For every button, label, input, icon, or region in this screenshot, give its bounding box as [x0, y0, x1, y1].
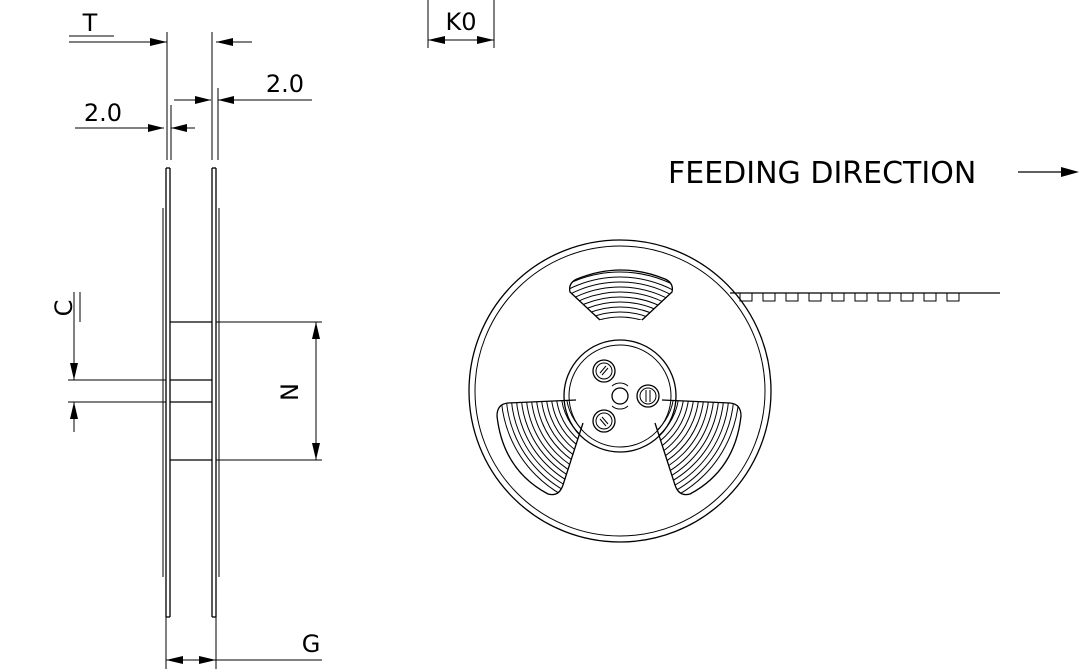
reel-hub	[563, 339, 677, 453]
dimension-t: T	[69, 9, 252, 46]
label-n: N	[276, 383, 304, 401]
dimension-g: G	[165, 617, 322, 669]
label-k0: K0	[445, 8, 476, 36]
arrow-right-icon	[1018, 167, 1079, 177]
hub-hole-top	[592, 359, 616, 383]
hub-hole-right	[636, 384, 660, 408]
label-feeding-direction: FEEDING DIRECTION	[668, 156, 976, 191]
dimension-n: N	[216, 321, 322, 461]
reel-front-view	[468, 239, 1000, 543]
feeding-direction: FEEDING DIRECTION	[668, 156, 1079, 191]
dimension-c: C	[50, 292, 166, 432]
dimension-flange-right: 2.0	[174, 70, 312, 104]
reel-window-top	[569, 269, 673, 321]
dimension-flange-left: 2.0	[75, 99, 195, 132]
label-t: T	[82, 9, 98, 37]
label-flange-left: 2.0	[84, 99, 122, 127]
reel-window-right	[654, 399, 742, 496]
label-c: C	[50, 300, 78, 317]
hub-side	[170, 321, 212, 461]
hub-hole-bottom	[592, 409, 616, 433]
label-flange-right: 2.0	[266, 70, 304, 98]
label-g: G	[302, 630, 321, 658]
flange-right	[211, 167, 220, 618]
reel-side-view: T 2.0 2.0	[50, 9, 322, 669]
reel-window-left	[496, 399, 584, 496]
flange-left	[162, 167, 171, 618]
dimension-k0: K0	[427, 0, 495, 48]
carrier-tape	[730, 292, 1000, 302]
